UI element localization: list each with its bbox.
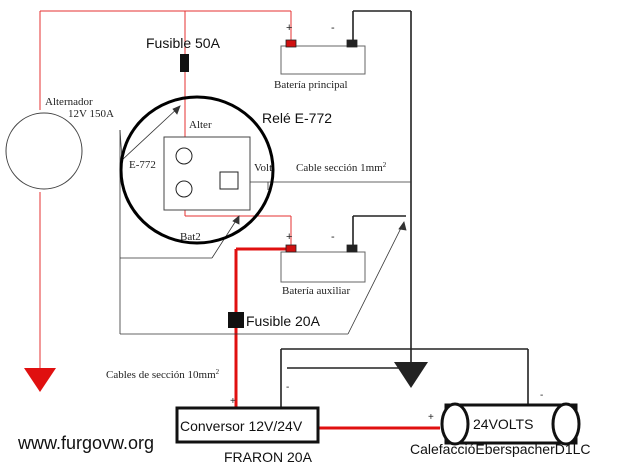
relay-alter-label: Alter: [189, 119, 212, 131]
watermark: www.furgovw.org: [17, 433, 154, 453]
main-battery-plus: +: [286, 22, 292, 34]
relay-model-label: E-772: [129, 159, 156, 171]
relay-highlight-circle: [119, 95, 275, 245]
converter-minus: -: [286, 382, 289, 393]
relay-title: Relé E-772: [262, 110, 332, 126]
converter-plus: +: [230, 396, 236, 407]
relay-terminal-volt: [219, 171, 239, 190]
ground-symbol-right: [394, 362, 428, 388]
relay-terminal-bat2: [175, 180, 193, 198]
cables-10mm-label: Cables de sección 10mm2: [106, 368, 220, 381]
alternator: Alternador 12V 150A: [5, 96, 114, 190]
alternator-label: Alternador: [45, 96, 93, 108]
fuse-50-icon: [180, 54, 189, 72]
main-battery-minus: -: [331, 22, 335, 34]
converter: + - Conversor 12V/24V FRARON 20A: [175, 382, 320, 465]
relay-bat2-label: Bat2: [180, 231, 201, 243]
heater-name-label: CalefaccióEberspacherD1LC: [410, 441, 591, 457]
aux-battery-label: Batería auxiliar: [282, 285, 350, 297]
heater: + - 24VOLTS CalefaccióEberspacherD1LC: [410, 390, 591, 457]
heater-volts-label: 24VOLTS: [473, 416, 533, 432]
fuse-50-label: Fusible 50A: [146, 35, 221, 51]
main-battery: + - Batería principal: [274, 22, 366, 91]
cable-1mm-label: Cable sección 1mm2: [296, 161, 387, 174]
ground-symbol-left: [24, 368, 56, 392]
alternator-spec: 12V 150A: [68, 108, 114, 120]
heater-plus: +: [428, 412, 434, 423]
aux-battery: + - Batería auxiliar: [280, 231, 366, 297]
fuse-20-icon: [228, 312, 244, 328]
relay: Alter E-772 Volt Bat2 Relé E-772: [119, 95, 332, 245]
thick-positive-wiring: [234, 247, 440, 430]
main-battery-label: Batería principal: [274, 79, 348, 91]
aux-battery-plus: +: [286, 231, 292, 243]
converter-brand: FRARON 20A: [224, 449, 313, 465]
converter-label: Conversor 12V/24V: [180, 418, 303, 434]
relay-terminal-alter: [175, 147, 193, 165]
heater-minus: -: [540, 390, 543, 401]
aux-battery-minus: -: [331, 231, 335, 243]
fuse-20-label: Fusible 20A: [246, 313, 321, 329]
relay-volt-label: Volt: [254, 162, 272, 174]
